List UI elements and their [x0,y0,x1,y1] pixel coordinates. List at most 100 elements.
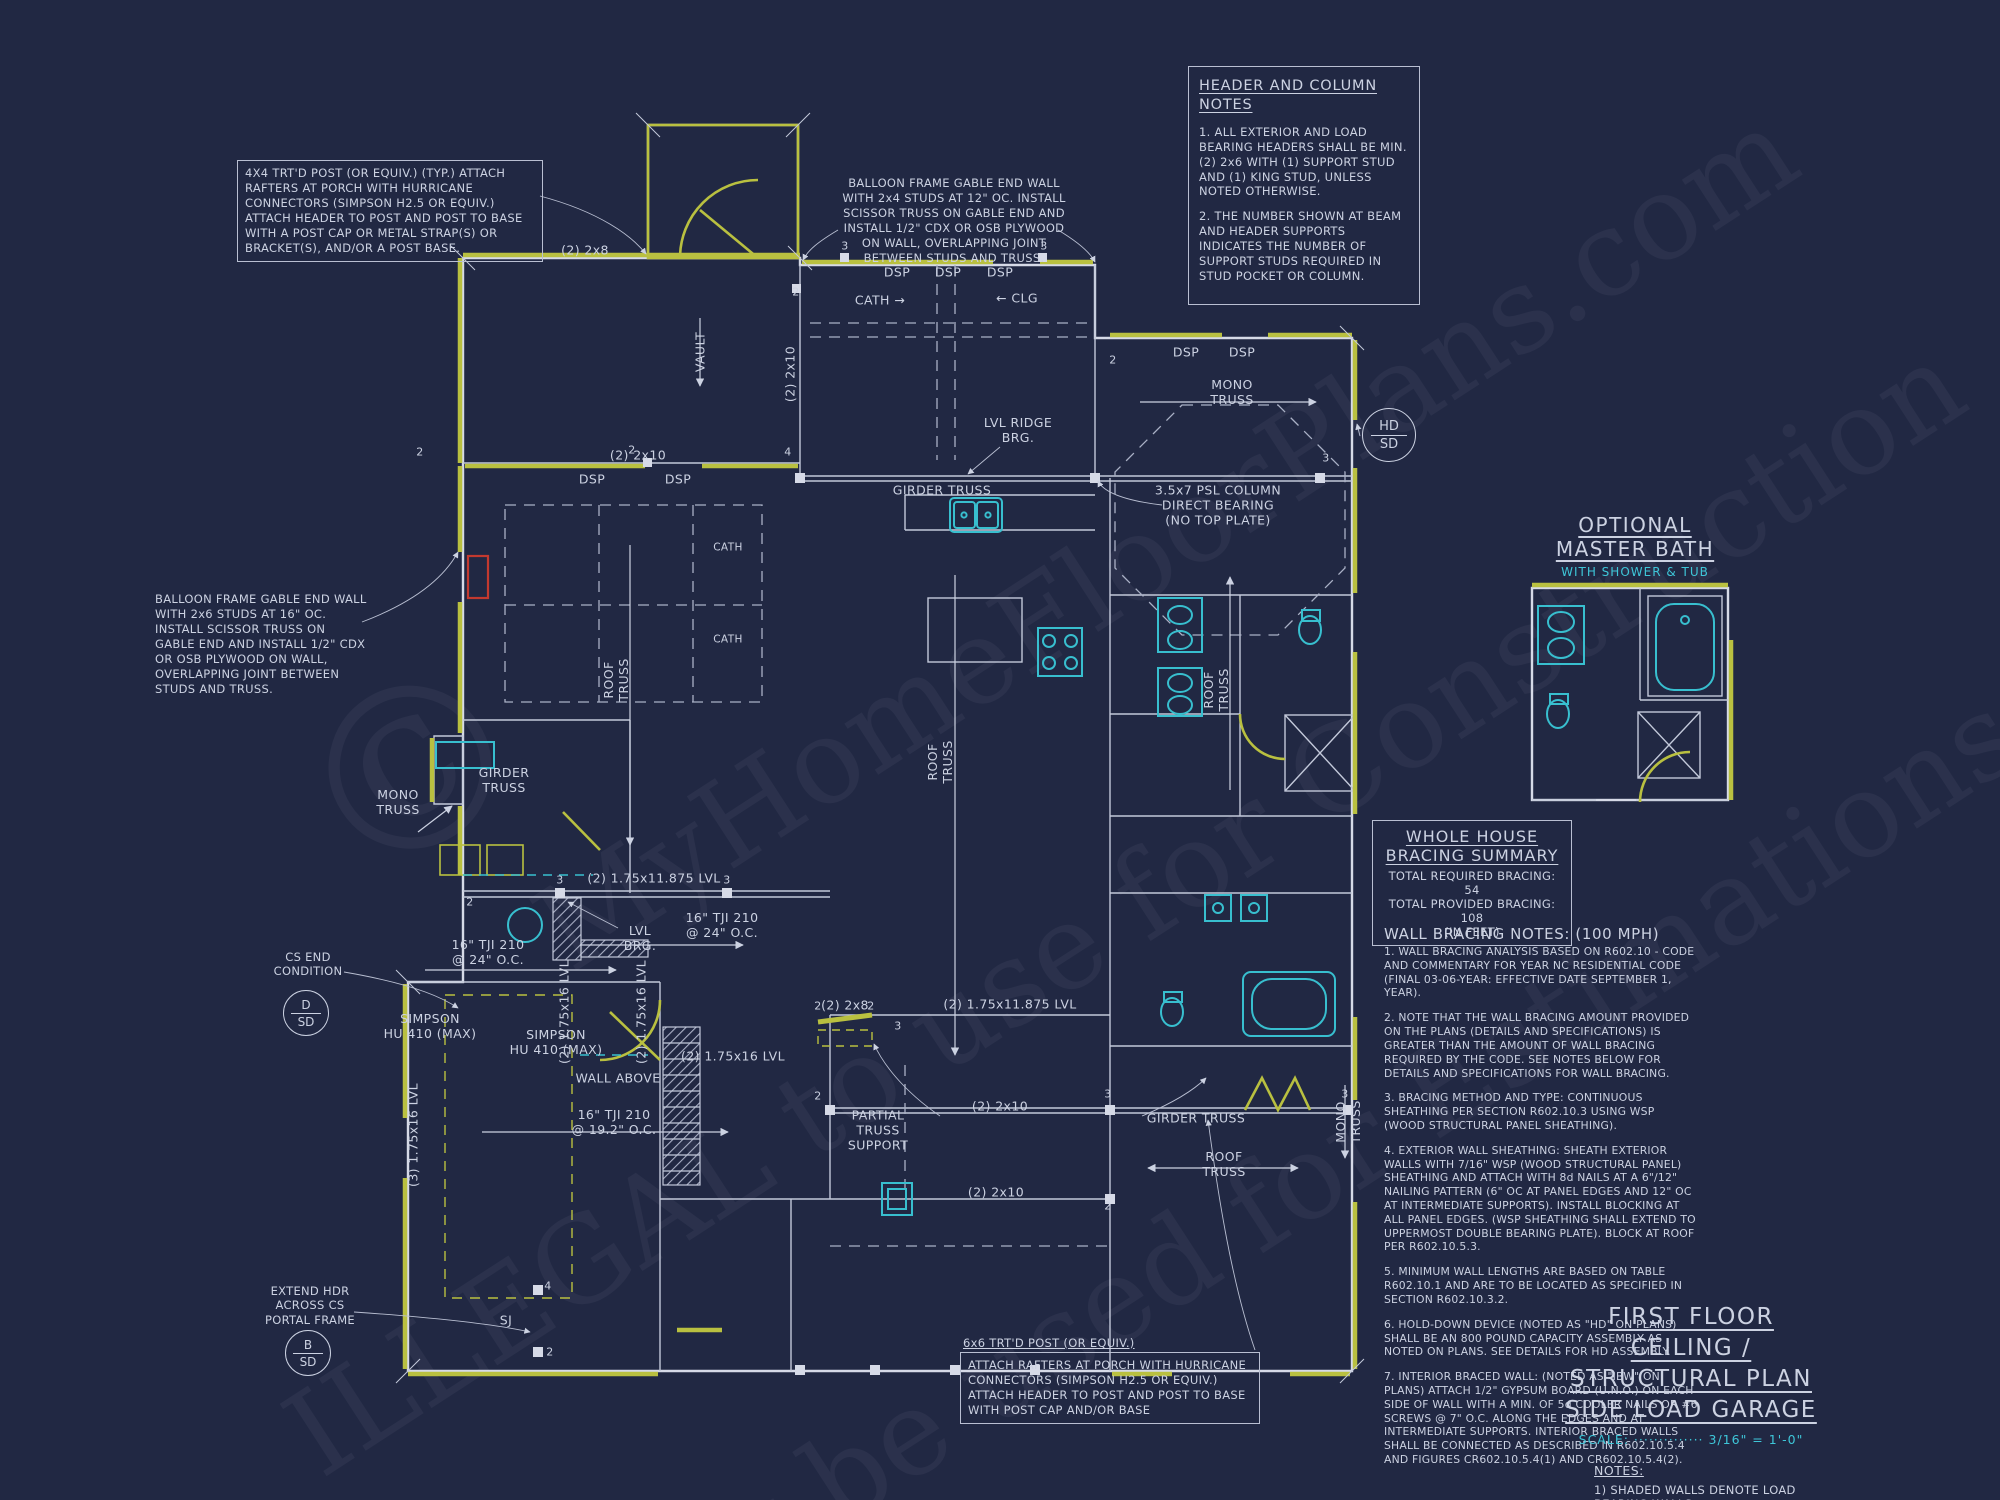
plan-label: DSP [664,471,692,487]
bracing-summary-title: BRACING SUMMARY [1385,846,1559,865]
sheet-title: SIDE LOAD GARAGE [1565,1397,1817,1424]
plan-label: 16" TJI 210 @ 24" O.C. [451,937,525,967]
plan-label: 3.5x7 PSL COLUMN DIRECT BEARING (NO TOP … [1154,482,1282,528]
plan-label: ROOF TRUSS [1202,1149,1246,1179]
plan-label: PARTIAL TRUSS SUPPORT [847,1107,909,1153]
header-column-notes: HEADER AND COLUMN NOTES 1. ALL EXTERIOR … [1188,66,1420,306]
cs-end-condition-badge: D SD [283,990,329,1036]
note-balloon-2x6: BALLOON FRAME GABLE END WALL WITH 2x6 ST… [155,592,367,696]
plan-label: 3 [723,873,731,887]
plan-label: 2 [867,999,875,1013]
plan-label: (2) 1.75x11.875 LVL [943,996,1077,1012]
plan-label: SIMPSON HU 410 (MAX) [383,1011,477,1041]
plan-label: 2 [792,285,800,299]
wall-bracing-note: 4. EXTERIOR WALL SHEATHING: SHEATH EXTER… [1384,1143,1696,1254]
wall-bracing-note: 5. MINIMUM WALL LENGTHS ARE BASED ON TAB… [1384,1265,1683,1306]
plan-label: ROOF TRUSS [1201,668,1231,712]
plan-label: DSP [934,264,962,280]
plan-label: 2 [814,1089,822,1103]
plan-label: ROOF TRUSS [925,740,955,784]
plan-label: GIRDER TRUSS [892,482,992,498]
plan-label: VAULT [692,331,708,373]
plan-label: 2 [546,1345,554,1359]
optional-bath-subtitle: WITH SHOWER & TUB [1561,565,1709,579]
wall-bracing-note: 1. WALL BRACING ANALYSIS BASED ON R602.1… [1384,945,1695,1000]
badge-top: HD [1370,419,1408,436]
note-4x4-post: 4X4 TRT'D POST (OR EQUIV.) (TYP.) ATTACH… [237,160,543,262]
plan-label: 2 [1109,353,1117,367]
plan-label: 2 [628,443,636,457]
cs-end-condition-label: CS END CONDITION [273,950,343,979]
plan-label: 16" TJI 210 @ 19.2" O.C. [571,1107,657,1137]
badge-top: D [290,998,322,1014]
optional-bath-title: OPTIONAL [1578,513,1692,537]
plan-label: ROOF TRUSS [601,658,631,702]
plan-label: GIRDER TRUSS [478,765,530,795]
note-6x6-post: ATTACH RAFTERS AT PORCH WITH HURRICANE C… [960,1352,1260,1424]
sheet-title: FIRST FLOOR CEILING / [1608,1304,1774,1362]
note-6x6-label: 6x6 TRT'D POST (OR EQUIV.) [963,1336,1135,1350]
plan-label: 3 [894,1019,902,1033]
plan-label: (2) 2x10 [782,345,798,403]
bracing-summary: WHOLE HOUSE BRACING SUMMARY TOTAL REQUIR… [1372,820,1572,946]
plan-label: 4 [544,1279,552,1293]
plan-label: CATH [713,541,743,554]
optional-bath-heading: OPTIONAL MASTER BATH WITH SHOWER & TUB [1540,513,1730,579]
plan-label: DSP [1228,344,1256,360]
optional-bath-title: MASTER BATH [1555,537,1715,561]
wall-bracing-note: 3. BRACING METHOD AND TYPE: CONTINUOUS S… [1384,1091,1655,1132]
plan-label: MONO TRUSS [1333,1100,1363,1144]
plan-label: (2) 1.75x11.875 LVL [587,870,721,886]
plan-label: LVL BRG. [623,923,657,953]
plan-label: (2) 2x10 [971,1098,1029,1114]
header-column-notes-list: 1. ALL EXTERIOR AND LOAD BEARING HEADERS… [1199,125,1409,284]
badge-bottom: SD [297,1014,315,1029]
plan-label: DSP [578,471,606,487]
bracing-summary-title: WHOLE HOUSE [1405,827,1539,846]
sheet-notes-list: 1) SHADED WALLS DENOTE LOAD BEARING WALL… [1594,1483,1826,1500]
plan-label: CATH → [854,292,906,308]
wall-bracing-title: WALL BRACING NOTES: (100 MPH) [1384,925,1660,943]
plan-label: MONO TRUSS [376,787,420,817]
plan-label: MONO TRUSS [1210,377,1254,407]
plan-label: LVL RIDGE BRG. [983,415,1053,445]
plan-label: 3 [1341,1087,1349,1101]
plan-label: 2 [814,999,822,1013]
plan-label: (2) 1.75x16 LVL [681,1048,785,1064]
wall-bracing-list: 1. WALL BRACING ANALYSIS BASED ON R602.1… [1384,945,1698,1467]
header-column-notes-title: HEADER AND COLUMN NOTES [1199,78,1377,113]
hold-down-badge: HD SD [1362,408,1416,462]
plan-label: (3) 1.75x16 LVL [405,1083,421,1187]
plan-label: 3 [556,873,564,887]
badge-bottom: SD [1379,436,1399,452]
plan-label: 2 [1104,1199,1112,1213]
sheet-notes-title: NOTES: [1594,1463,1644,1479]
plan-label: DSP [883,264,911,280]
plan-label: (2) 1.75x16 LVL [633,960,649,1064]
plan-label: 3 [1104,1087,1112,1101]
header-column-note: 2. THE NUMBER SHOWN AT BEAM AND HEADER S… [1199,209,1402,284]
plan-label: SIMPSON HU 410 (MAX) [509,1027,603,1057]
portal-frame-badge: B SD [285,1330,331,1376]
plan-label: 2 [466,895,474,909]
badge-bottom: SD [299,1354,317,1369]
note-balloon-2x4: BALLOON FRAME GABLE END WALL WITH 2x4 ST… [842,176,1066,265]
plan-label: WALL ABOVE [575,1070,661,1086]
plan-label: 3 [841,239,849,253]
badge-top: B [292,1338,324,1354]
plan-label: 16" TJI 210 @ 24" O.C. [685,910,759,940]
plan-label: (2) 2x10 [967,1184,1025,1200]
sheet-note: 1) SHADED WALLS DENOTE LOAD BEARING WALL… [1594,1483,1796,1500]
plan-label: SJ [499,1312,513,1328]
wall-bracing-notes: WALL BRACING NOTES: (100 MPH) 1. WALL BR… [1384,925,1698,1478]
sheet-scale: SCALE: ·············· 3/16" = 1'-0" [1578,1432,1804,1448]
title-block: FIRST FLOOR CEILING / STRUCTURAL PLAN SI… [1556,1302,1826,1500]
plan-label: DSP [1172,344,1200,360]
bracing-unit: (IN FEET) [1444,925,1500,939]
plan-label: 4 [784,445,792,459]
wall-bracing-note: 7. INTERIOR BRACED WALL: (NOTED AS "IBW"… [1384,1370,1698,1466]
plan-label: CATH [713,633,743,646]
